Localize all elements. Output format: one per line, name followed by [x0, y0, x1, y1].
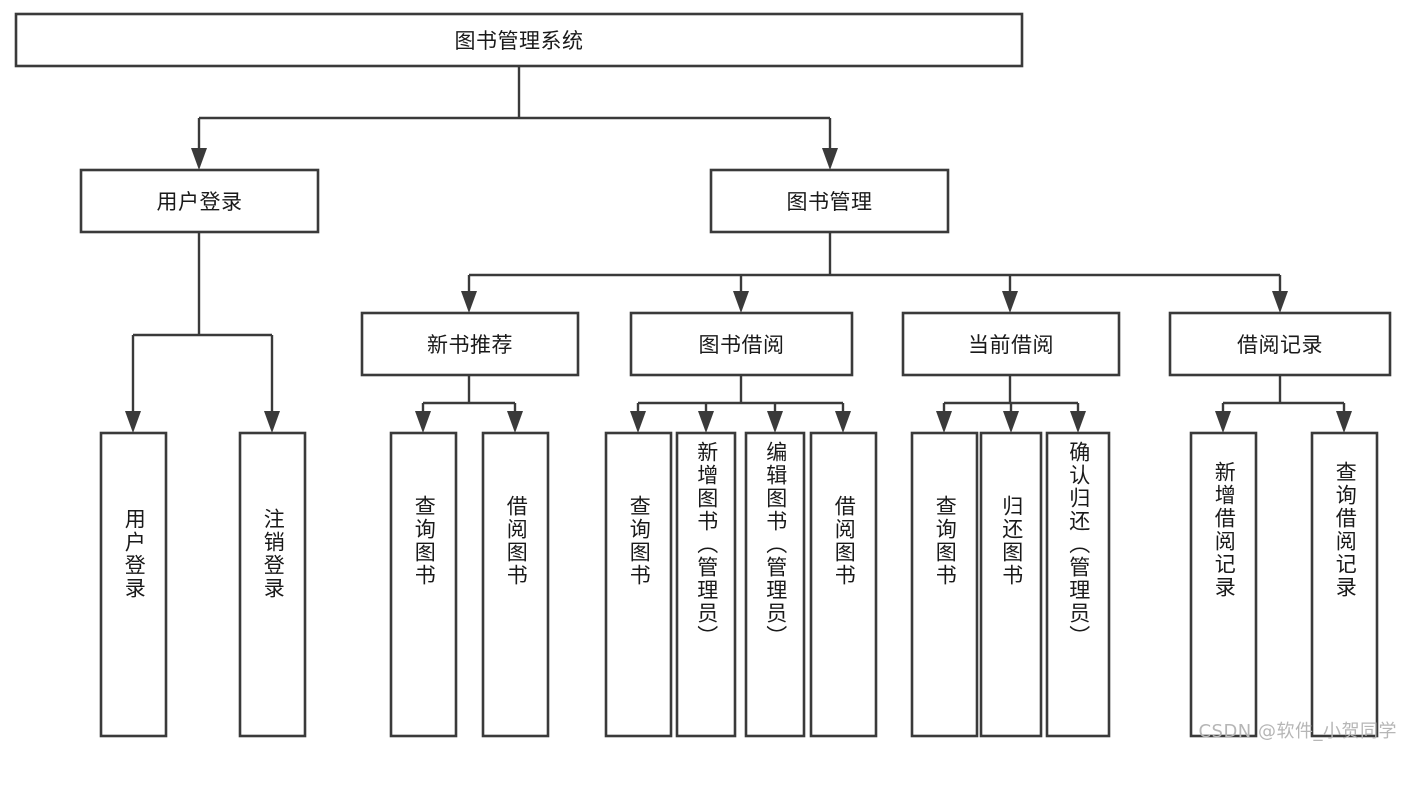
leaf-box-5[interactable] [675, 431, 737, 738]
arrowhead-to-book-borrow-icon [733, 291, 749, 313]
arrowhead-br-leaf-1-icon [1215, 411, 1231, 433]
arrowhead-br-leaf-2-icon [1336, 411, 1352, 433]
arrowhead-leaf-user-login-icon [125, 411, 141, 433]
leaf-box-12[interactable] [1310, 431, 1379, 738]
connector-group-root [191, 66, 838, 170]
arrowhead-root-to-user-icon [191, 148, 207, 170]
leaf-box-1[interactable] [238, 431, 307, 738]
flowchart-diagram: 图书管理系统 用户登录 图书管理 新书推荐 图书借阅 当前借阅 借阅记录 用户登… [14, 12, 1397, 742]
leaf-box-8[interactable] [910, 431, 979, 738]
arrowhead-bb-leaf-2-icon [698, 411, 714, 433]
leaf-box-2[interactable] [389, 431, 458, 738]
connector-group-new-book-rec [415, 375, 523, 433]
arrowhead-root-to-book-icon [822, 148, 838, 170]
arrowhead-to-new-book-rec-icon [461, 291, 477, 313]
leaf-box-3[interactable] [481, 431, 550, 738]
node-new-book-rec-box[interactable] [360, 311, 580, 377]
node-root-box[interactable] [14, 12, 1024, 68]
arrowhead-cb-leaf-1-icon [936, 411, 952, 433]
arrowhead-cb-leaf-3-icon [1070, 411, 1086, 433]
node-book-mgmt-box[interactable] [709, 168, 950, 234]
arrowhead-nbr-leaf-1-icon [415, 411, 431, 433]
arrowhead-leaf-logout-icon [264, 411, 280, 433]
node-book-borrow-box[interactable] [629, 311, 854, 377]
leaf-box-11[interactable] [1189, 431, 1258, 738]
leaf-box-10[interactable] [1045, 431, 1111, 738]
node-user-login-box[interactable] [79, 168, 320, 234]
leaf-box-0[interactable] [99, 431, 168, 738]
connector-group-book-borrow [630, 375, 851, 433]
connector-group-book-mgmt [461, 232, 1288, 313]
connector-group-borrow-record [1215, 375, 1352, 433]
connector-group-user-login [125, 232, 280, 433]
connector-group-current-borrow [936, 375, 1086, 433]
csdn-watermark: CSDN @软件_小贺同学 [1198, 721, 1397, 742]
node-borrow-record-box[interactable] [1168, 311, 1392, 377]
leaf-box-6[interactable] [744, 431, 806, 738]
leaf-box-7[interactable] [809, 431, 878, 738]
diagram-canvas [14, 12, 1392, 738]
arrowhead-bb-leaf-4-icon [835, 411, 851, 433]
arrowhead-cb-leaf-2-icon [1003, 411, 1019, 433]
arrowhead-to-current-borrow-icon [1002, 291, 1018, 313]
arrowhead-nbr-leaf-2-icon [507, 411, 523, 433]
leaf-box-4[interactable] [604, 431, 673, 738]
leaf-box-9[interactable] [979, 431, 1043, 738]
arrowhead-bb-leaf-3-icon [767, 411, 783, 433]
arrowhead-to-borrow-record-icon [1272, 291, 1288, 313]
node-current-borrow-box[interactable] [901, 311, 1121, 377]
arrowhead-bb-leaf-1-icon [630, 411, 646, 433]
